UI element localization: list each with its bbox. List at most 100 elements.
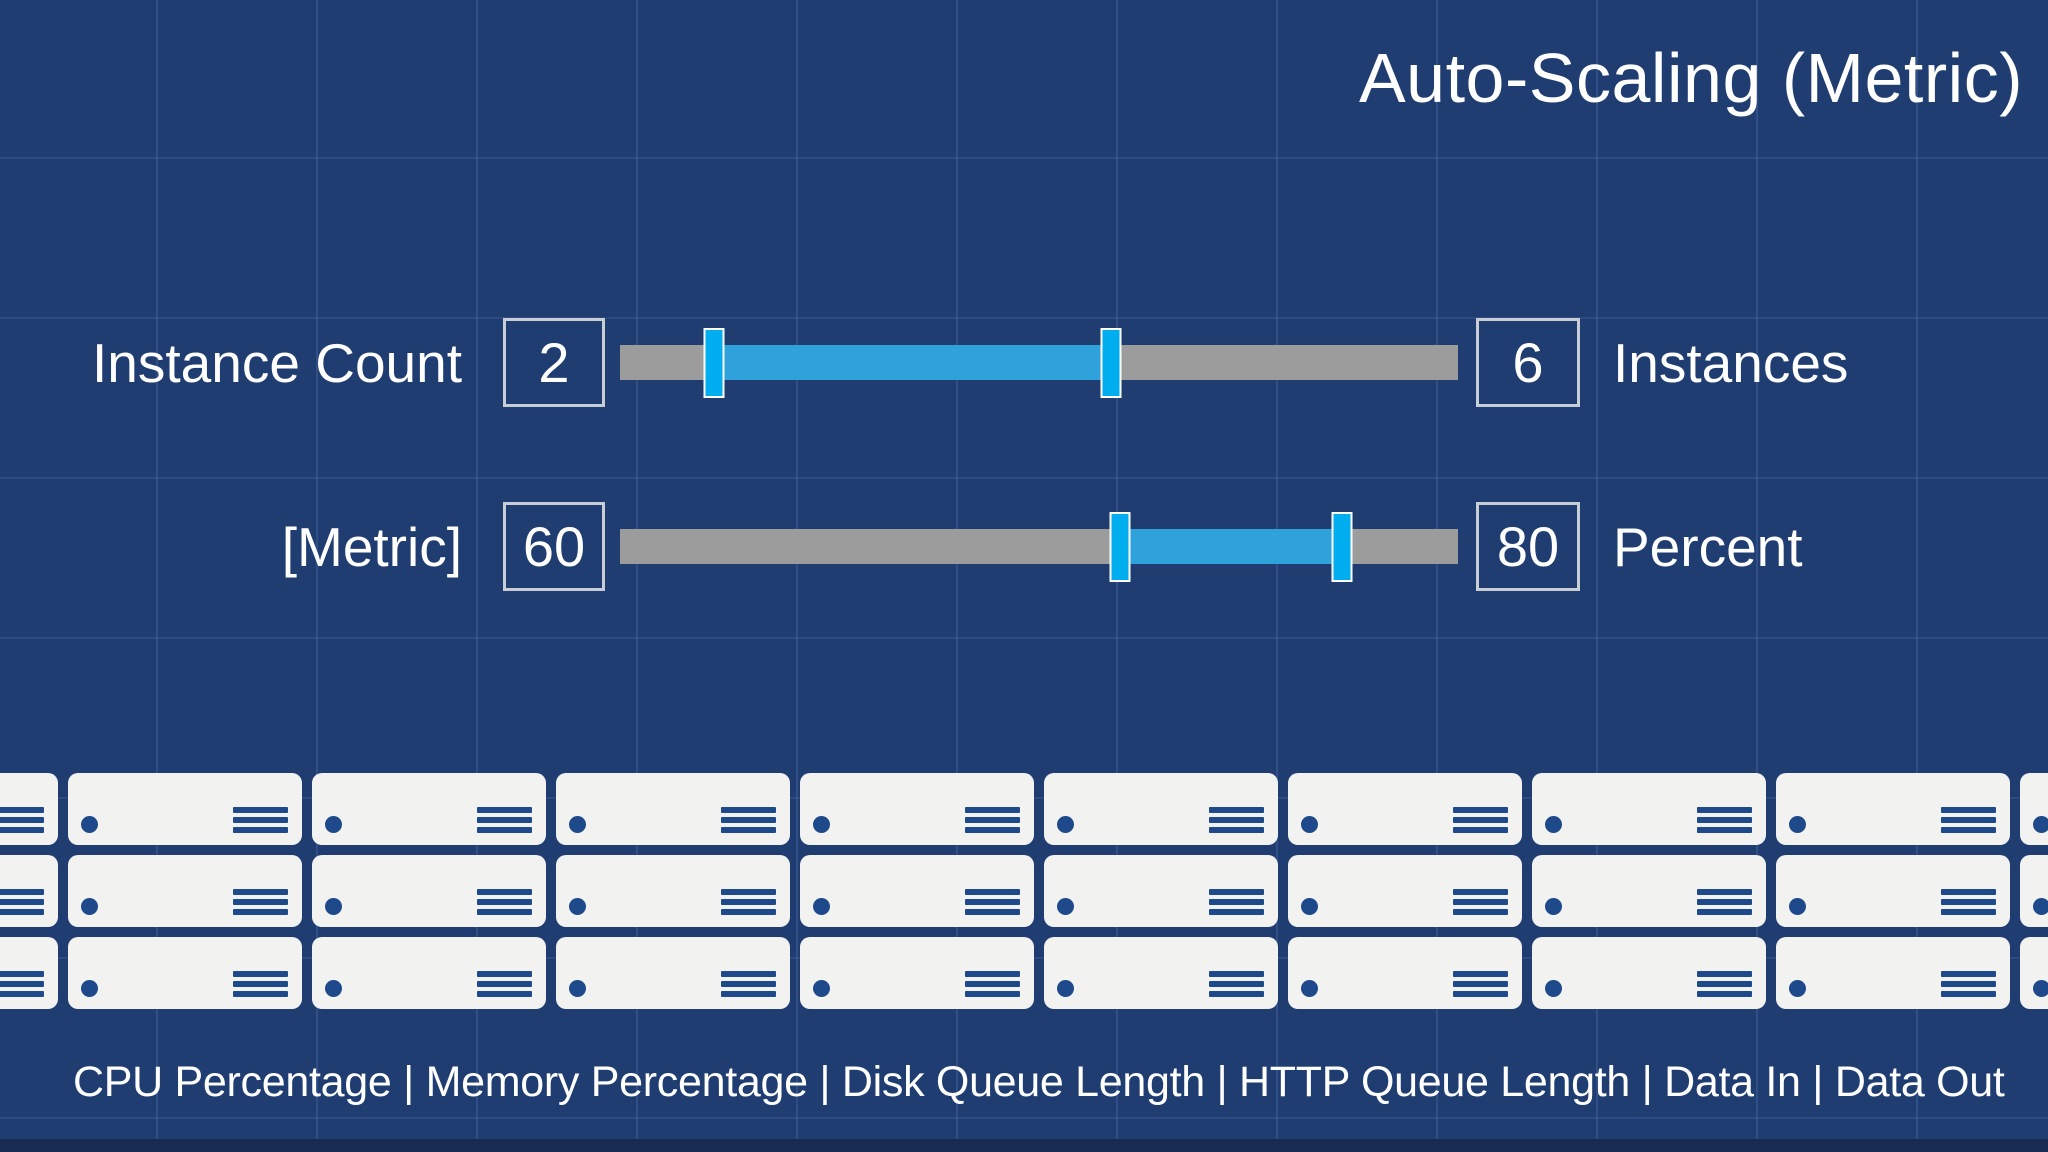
vent-lines-icon (1941, 807, 1996, 833)
power-led-icon (1057, 898, 1074, 915)
server-row (0, 773, 2048, 845)
vent-lines-icon (477, 971, 532, 997)
power-led-icon (2033, 816, 2048, 833)
server-unit (800, 855, 1034, 927)
server-unit (68, 937, 302, 1009)
power-led-icon (1301, 980, 1318, 997)
power-led-icon (813, 816, 830, 833)
server-unit (68, 773, 302, 845)
metric-options-list: CPU Percentage | Memory Percentage | Dis… (73, 1058, 2005, 1106)
vent-lines-icon (477, 807, 532, 833)
server-unit (0, 937, 58, 1009)
instance-count-min-handle[interactable] (703, 328, 725, 398)
power-led-icon (1789, 980, 1806, 997)
power-led-icon (1301, 816, 1318, 833)
power-led-icon (81, 816, 98, 833)
power-led-icon (1545, 980, 1562, 997)
vent-lines-icon (965, 971, 1020, 997)
server-unit (1044, 773, 1278, 845)
metric-min-handle[interactable] (1109, 512, 1131, 582)
instance-count-slider-track[interactable] (620, 328, 1458, 398)
server-unit (312, 937, 546, 1009)
server-unit (1776, 855, 2010, 927)
power-led-icon (325, 980, 342, 997)
instance-count-max-box[interactable]: 6 (1476, 318, 1580, 407)
vent-lines-icon (1453, 889, 1508, 915)
power-led-icon (569, 816, 586, 833)
metric-label: [Metric] (281, 515, 462, 578)
power-led-icon (325, 898, 342, 915)
server-unit (0, 773, 58, 845)
power-led-icon (1301, 898, 1318, 915)
vent-lines-icon (1209, 807, 1264, 833)
metric-max-handle[interactable] (1331, 512, 1353, 582)
server-unit (2020, 855, 2048, 927)
server-unit (1044, 937, 1278, 1009)
vent-lines-icon (965, 889, 1020, 915)
page-title: Auto-Scaling (Metric) (1358, 39, 2023, 117)
vent-lines-icon (1697, 971, 1752, 997)
vent-lines-icon (233, 971, 288, 997)
instance-count-unit-label: Instances (1613, 331, 1849, 394)
server-unit (1776, 937, 2010, 1009)
vent-lines-icon (1941, 889, 1996, 915)
slider-row-instance-count: Instance Count 2 6 Instances (0, 318, 2048, 407)
vent-lines-icon (965, 807, 1020, 833)
instance-count-label: Instance Count (92, 331, 462, 394)
power-led-icon (1789, 898, 1806, 915)
power-led-icon (81, 980, 98, 997)
power-led-icon (1057, 816, 1074, 833)
vent-lines-icon (233, 889, 288, 915)
vent-lines-icon (1453, 807, 1508, 833)
metric-max-box[interactable]: 80 (1476, 502, 1580, 591)
metric-unit-label: Percent (1613, 515, 1803, 578)
vent-lines-icon (1697, 889, 1752, 915)
server-unit (68, 855, 302, 927)
instance-count-selected-range (713, 345, 1112, 380)
server-row (0, 937, 2048, 1009)
server-unit (312, 855, 546, 927)
server-unit (1288, 855, 1522, 927)
power-led-icon (1545, 816, 1562, 833)
vent-lines-icon (1209, 971, 1264, 997)
instance-count-min-value: 2 (538, 331, 570, 394)
server-unit (2020, 773, 2048, 845)
server-unit (1532, 937, 1766, 1009)
power-led-icon (569, 898, 586, 915)
metric-max-value: 80 (1496, 515, 1560, 578)
server-unit (1776, 773, 2010, 845)
power-led-icon (1789, 816, 1806, 833)
instance-count-min-box[interactable]: 2 (503, 318, 605, 407)
vent-lines-icon (1453, 971, 1508, 997)
metric-min-box[interactable]: 60 (503, 502, 605, 591)
server-unit (556, 773, 790, 845)
power-led-icon (813, 898, 830, 915)
instance-count-max-handle[interactable] (1100, 328, 1122, 398)
vent-lines-icon (1941, 971, 1996, 997)
vent-lines-icon (233, 807, 288, 833)
vent-lines-icon (1697, 807, 1752, 833)
server-unit (1044, 855, 1278, 927)
slider-row-metric: [Metric] 60 80 Percent (0, 502, 2048, 591)
server-unit (556, 855, 790, 927)
power-led-icon (569, 980, 586, 997)
server-unit (0, 855, 58, 927)
server-unit (556, 937, 790, 1009)
server-unit (1288, 937, 1522, 1009)
server-unit (800, 773, 1034, 845)
server-unit (2020, 937, 2048, 1009)
server-grid (0, 773, 2048, 1009)
bottom-edge-strip (0, 1139, 2048, 1152)
vent-lines-icon (477, 889, 532, 915)
server-unit (312, 773, 546, 845)
power-led-icon (1545, 898, 1562, 915)
server-unit (1288, 773, 1522, 845)
metric-slider-track[interactable] (620, 512, 1458, 582)
vent-lines-icon (1209, 889, 1264, 915)
server-unit (800, 937, 1034, 1009)
power-led-icon (2033, 898, 2048, 915)
power-led-icon (325, 816, 342, 833)
server-row (0, 855, 2048, 927)
vent-lines-icon (721, 889, 776, 915)
